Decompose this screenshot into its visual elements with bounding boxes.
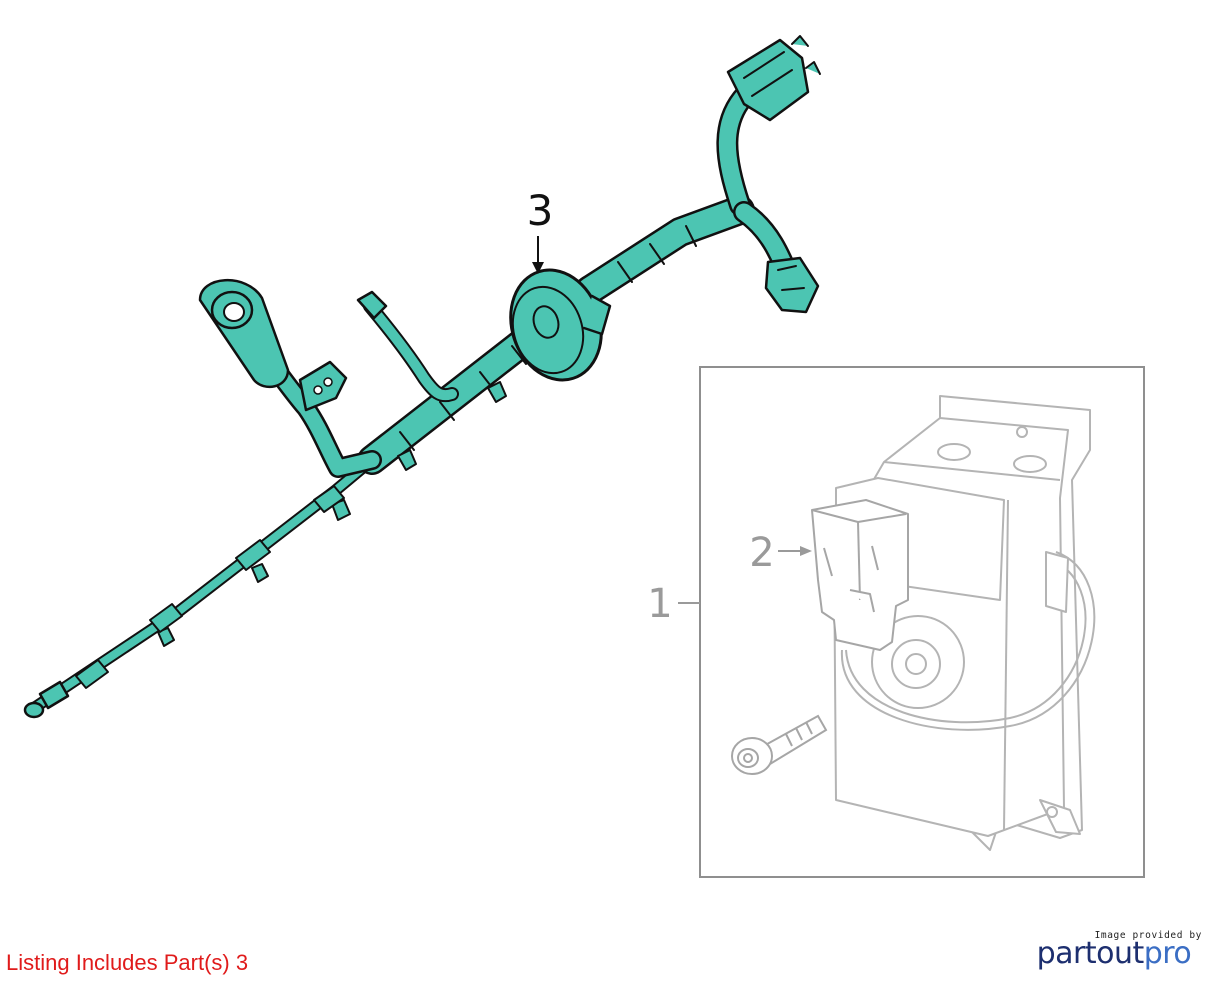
top-connector xyxy=(726,35,821,122)
wiring-harness-part-3 xyxy=(23,35,821,719)
partoutpro-logo: partoutpro xyxy=(1037,939,1202,969)
harness-bracket xyxy=(298,360,348,412)
callout-2-arrow xyxy=(778,546,812,556)
callout-1: 1 xyxy=(647,581,672,627)
harness-sleeves xyxy=(75,485,345,689)
bottom-connector xyxy=(23,680,70,719)
logo-part2: pro xyxy=(1143,936,1192,971)
image-credit: Image provided by partoutpro xyxy=(1037,930,1202,969)
right-connector xyxy=(764,256,820,314)
ring-terminal xyxy=(198,278,290,389)
logo-part1: partout xyxy=(1036,936,1145,971)
callout-3-arrow xyxy=(532,236,544,274)
connector-part-2 xyxy=(811,499,909,651)
callout-2: 2 xyxy=(749,530,774,576)
credit-caption: Image provided by xyxy=(1094,930,1202,941)
listing-note: Listing Includes Part(s) 3 xyxy=(6,950,249,975)
harness-clips xyxy=(157,381,507,647)
module-assembly-box xyxy=(699,366,1145,878)
small-lead-connector xyxy=(356,290,388,320)
mounting-bolt xyxy=(731,714,828,775)
callout-3: 3 xyxy=(527,186,554,235)
